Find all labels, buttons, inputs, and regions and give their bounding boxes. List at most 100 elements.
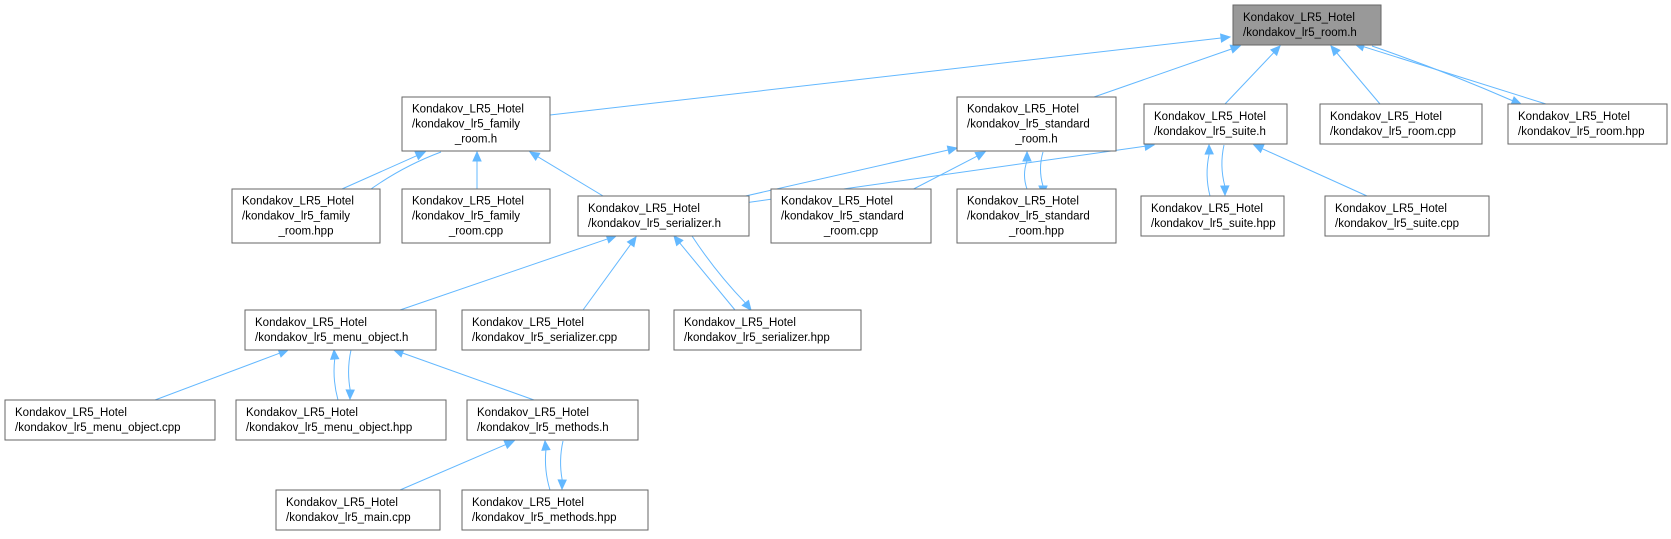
node-label-line: Kondakov_LR5_Hotel: [472, 317, 584, 329]
edge-line: [1371, 45, 1513, 102]
node-box: [1324, 195, 1490, 237]
edge-line: [1336, 52, 1381, 105]
node-suite-cpp[interactable]: Kondakov_LR5_Hotel/kondakov_lr5_suite.cp…: [1324, 195, 1490, 237]
node-box: [275, 489, 441, 531]
node-label-line: /kondakov_lr5_standard: [967, 119, 1090, 131]
node-serializer-h[interactable]: Kondakov_LR5_Hotel/kondakov_lr5_serializ…: [577, 195, 750, 237]
node-box: [577, 195, 750, 237]
node-box: [461, 489, 649, 531]
node-label-line: Kondakov_LR5_Hotel: [255, 317, 367, 329]
node-main-cpp[interactable]: Kondakov_LR5_Hotel/kondakov_lr5_main.cpp: [275, 489, 441, 531]
edge-line: [1093, 48, 1232, 98]
arrowhead-icon: [673, 235, 684, 247]
node-room-cpp[interactable]: Kondakov_LR5_Hotel/kondakov_lr5_room.cpp: [1319, 103, 1483, 145]
edge-methods_h-to-menu_object_h: [392, 348, 535, 401]
node-label-line: _room.hpp: [1008, 226, 1064, 238]
edge-line: [333, 358, 339, 401]
arrowhead-icon: [626, 236, 637, 248]
edge-line: [1224, 52, 1275, 105]
node-room-hpp[interactable]: Kondakov_LR5_Hotel/kondakov_lr5_room.hpp: [1507, 103, 1668, 145]
node-menu-object-cpp[interactable]: Kondakov_LR5_Hotel/kondakov_lr5_menu_obj…: [4, 399, 216, 441]
arrowhead-icon: [541, 439, 551, 451]
edge-line: [341, 155, 417, 190]
node-box: [956, 96, 1117, 152]
edge-room_h-to-room_hpp: [1371, 45, 1523, 105]
arrowhead-icon: [503, 440, 516, 450]
node-label-line: Kondakov_LR5_Hotel: [588, 203, 700, 215]
edge-line: [399, 238, 608, 311]
node-box: [1319, 103, 1483, 145]
node-family-room-cpp[interactable]: Kondakov_LR5_Hotel/kondakov_lr5_family_r…: [401, 188, 551, 244]
arrowhead-icon: [277, 348, 290, 358]
edge-suite_cpp-to-suite_h: [1252, 144, 1368, 197]
node-box: [244, 309, 437, 351]
edge-suite_h-to-room_h: [1224, 45, 1281, 105]
node-label-line: _room.h: [454, 134, 497, 146]
edge-line: [679, 242, 736, 311]
node-label-line: Kondakov_LR5_Hotel: [246, 407, 358, 419]
arrowhead-icon: [1252, 144, 1265, 154]
node-label-line: /kondakov_lr5_suite.h: [1154, 126, 1266, 138]
edge-room_hpp-to-room_h: [1353, 42, 1547, 105]
edge-menu_object_cpp-to-menu_object_h: [154, 348, 290, 401]
node-label-line: /kondakov_lr5_suite.cpp: [1335, 218, 1459, 230]
node-label-line: Kondakov_LR5_Hotel: [967, 104, 1079, 116]
edge-line: [582, 243, 632, 311]
node-box: [1143, 103, 1288, 145]
arrowhead-icon: [557, 479, 567, 491]
node-box: [4, 399, 216, 441]
node-label-line: Kondakov_LR5_Hotel: [1335, 203, 1447, 215]
node-serializer-cpp[interactable]: Kondakov_LR5_Hotel/kondakov_lr5_serializ…: [461, 309, 650, 351]
node-suite-h[interactable]: Kondakov_LR5_Hotel/kondakov_lr5_suite.h: [1143, 103, 1288, 145]
node-suite-hpp[interactable]: Kondakov_LR5_Hotel/kondakov_lr5_suite.hp…: [1140, 195, 1285, 237]
node-label-line: Kondakov_LR5_Hotel: [15, 407, 127, 419]
node-label-line: _room.hpp: [278, 226, 334, 238]
arrowhead-icon: [974, 151, 987, 161]
node-label-line: /kondakov_lr5_menu_object.hpp: [246, 422, 412, 434]
node-methods-hpp[interactable]: Kondakov_LR5_Hotel/kondakov_lr5_methods.…: [461, 489, 649, 531]
edge-menu_object_h-to-serializer_h: [399, 234, 618, 311]
edge-line: [402, 352, 535, 401]
edge-line: [1221, 144, 1226, 187]
node-standard-room-h[interactable]: Kondakov_LR5_Hotel/kondakov_lr5_standard…: [956, 96, 1117, 152]
node-menu-object-h[interactable]: Kondakov_LR5_Hotel/kondakov_lr5_menu_obj…: [244, 309, 437, 351]
node-standard-room-cpp[interactable]: Kondakov_LR5_Hotel/kondakov_lr5_standard…: [770, 188, 932, 244]
edge-line: [1024, 160, 1028, 190]
node-serializer-hpp[interactable]: Kondakov_LR5_Hotel/kondakov_lr5_serializ…: [673, 309, 862, 351]
node-label-line: Kondakov_LR5_Hotel: [684, 317, 796, 329]
node-label-line: Kondakov_LR5_Hotel: [781, 196, 893, 208]
edge-line: [1206, 153, 1211, 197]
node-label-line: /kondakov_lr5_main.cpp: [286, 512, 411, 524]
node-family-room-h[interactable]: Kondakov_LR5_Hotel/kondakov_lr5_family_r…: [401, 96, 551, 152]
edge-family_room_cpp-to-family_room_h: [472, 150, 482, 189]
edge-main_cpp-to-methods_h: [399, 440, 516, 491]
node-label-line: /kondakov_lr5_methods.h: [477, 422, 609, 434]
arrowhead-icon: [528, 151, 541, 161]
node-box: [770, 188, 932, 244]
edge-line: [1261, 148, 1368, 197]
node-label-line: /kondakov_lr5_methods.hpp: [472, 512, 617, 524]
node-box: [401, 96, 551, 152]
node-label-line: Kondakov_LR5_Hotel: [967, 196, 1079, 208]
edge-line: [727, 149, 949, 201]
node-label-line: /kondakov_lr5_serializer.cpp: [472, 332, 617, 344]
edge-methods_hpp-to-methods_h: [541, 439, 551, 491]
node-label-line: Kondakov_LR5_Hotel: [1330, 111, 1442, 123]
node-label-line: _room.h: [1014, 134, 1057, 146]
arrowhead-icon: [1330, 45, 1341, 57]
node-family-room-hpp[interactable]: Kondakov_LR5_Hotel/kondakov_lr5_family_r…: [231, 188, 381, 244]
node-box: [1507, 103, 1668, 145]
node-methods-h[interactable]: Kondakov_LR5_Hotel/kondakov_lr5_methods.…: [466, 399, 639, 441]
node-label-line: Kondakov_LR5_Hotel: [472, 497, 584, 509]
edge-line: [399, 444, 506, 491]
edge-serializer_hpp-to-serializer_h: [673, 235, 736, 311]
node-standard-room-hpp[interactable]: Kondakov_LR5_Hotel/kondakov_lr5_standard…: [956, 188, 1117, 244]
arrowhead-icon: [1204, 143, 1214, 155]
node-label-line: Kondakov_LR5_Hotel: [1243, 12, 1355, 24]
node-menu-object-hpp[interactable]: Kondakov_LR5_Hotel/kondakov_lr5_menu_obj…: [235, 399, 447, 441]
node-box: [956, 188, 1117, 244]
node-label-line: /kondakov_lr5_room.h: [1243, 27, 1357, 39]
node-label-line: /kondakov_lr5_family: [242, 211, 350, 223]
node-room-h: Kondakov_LR5_Hotel/kondakov_lr5_room.h: [1232, 4, 1382, 46]
